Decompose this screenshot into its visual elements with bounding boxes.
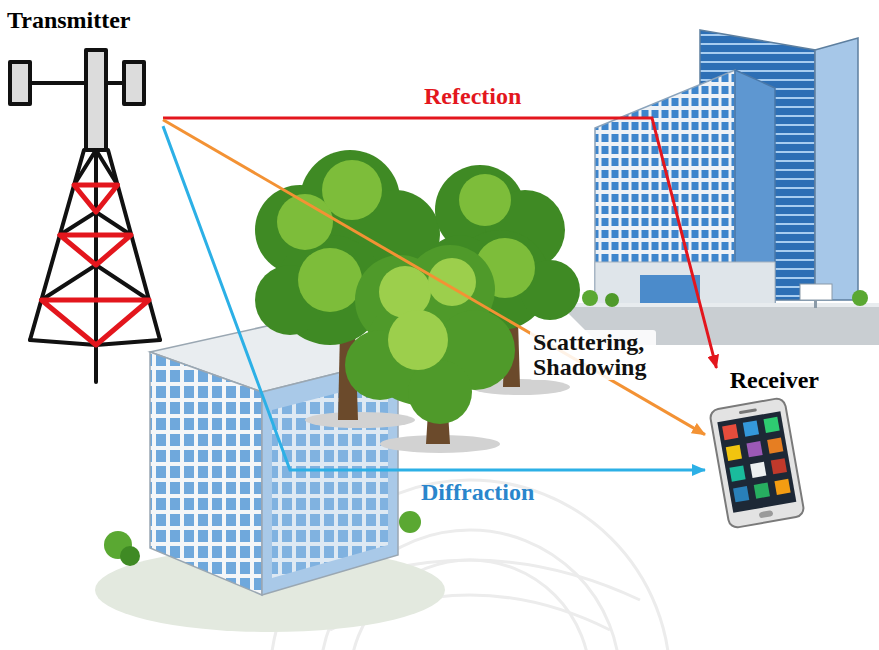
transmitter-tower	[10, 50, 160, 382]
office-building	[560, 30, 879, 345]
trees	[255, 150, 580, 453]
path-label: Scattering, Shadowing	[530, 330, 656, 380]
propagation-path	[163, 120, 705, 435]
smartphone	[709, 397, 805, 528]
small-building	[95, 322, 445, 632]
receiver-node: Receiver	[705, 368, 823, 532]
path-label: Refection	[421, 84, 524, 109]
propagation-path	[163, 126, 705, 470]
transmitter-node: Transmitter	[3, 8, 163, 383]
node-label: Receiver	[726, 368, 823, 393]
path-label: Diffraction	[418, 480, 537, 505]
node-label: Transmitter	[3, 8, 135, 33]
